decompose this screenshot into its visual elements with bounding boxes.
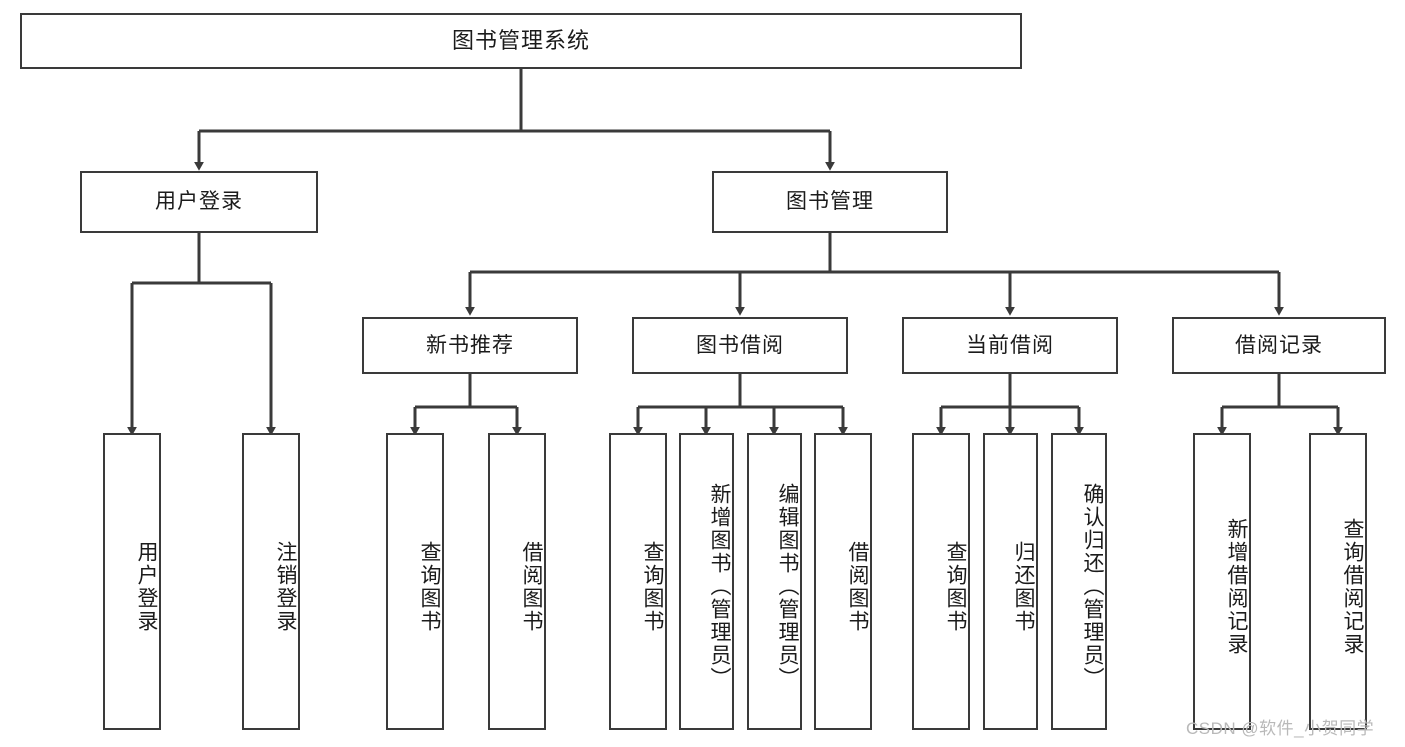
node-label: 查询借阅记录 [1341, 517, 1364, 656]
node-label: 编辑图书（管理员） [776, 483, 799, 690]
node-label: 借阅图书 [520, 540, 543, 633]
leaf-book-borrow-query-book[interactable]: 查询图书 [609, 433, 667, 730]
leaf-book-borrow-edit-book-admin[interactable]: 编辑图书（管理员） [747, 433, 802, 730]
leaf-new-book-query-book[interactable]: 查询图书 [386, 433, 444, 730]
leaf-user-login-sign-in[interactable]: 用户登录 [103, 433, 161, 730]
leaf-current-borrow-confirm-return-admin[interactable]: 确认归还（管理员） [1051, 433, 1107, 730]
leaf-current-borrow-query-book[interactable]: 查询图书 [912, 433, 970, 730]
node-label: 图书借阅 [696, 333, 784, 357]
node-label: 查询图书 [641, 540, 664, 633]
node-label: 查询图书 [944, 540, 967, 633]
node-label: 查询图书 [418, 540, 441, 633]
node-borrow-record[interactable]: 借阅记录 [1172, 317, 1386, 374]
node-label: 归还图书 [1012, 540, 1035, 633]
node-label: 当前借阅 [966, 333, 1054, 357]
node-label: 借阅记录 [1235, 333, 1323, 357]
leaf-borrow-record-query-record[interactable]: 查询借阅记录 [1309, 433, 1367, 730]
node-label: 新增图书（管理员） [708, 483, 731, 690]
leaf-book-borrow-borrow-book[interactable]: 借阅图书 [814, 433, 872, 730]
leaf-borrow-record-add-record[interactable]: 新增借阅记录 [1193, 433, 1251, 730]
node-label: 图书管理系统 [451, 27, 590, 53]
node-label: 新增借阅记录 [1225, 517, 1248, 656]
node-label: 图书管理 [786, 190, 874, 214]
node-new-book-recommend[interactable]: 新书推荐 [362, 317, 578, 374]
node-user-login[interactable]: 用户登录 [80, 171, 318, 233]
leaf-new-book-borrow-book[interactable]: 借阅图书 [488, 433, 546, 730]
node-label: 借阅图书 [846, 540, 869, 633]
node-book-management[interactable]: 图书管理 [712, 171, 948, 233]
node-book-borrow[interactable]: 图书借阅 [632, 317, 848, 374]
node-label: 用户登录 [135, 540, 158, 633]
leaf-current-borrow-return-book[interactable]: 归还图书 [983, 433, 1038, 730]
node-label: 注销登录 [274, 540, 297, 633]
node-label: 新书推荐 [426, 333, 514, 357]
node-root-book-management-system[interactable]: 图书管理系统 [20, 13, 1022, 69]
node-current-borrow[interactable]: 当前借阅 [902, 317, 1118, 374]
node-label: 用户登录 [155, 190, 243, 214]
leaf-book-borrow-add-book-admin[interactable]: 新增图书（管理员） [679, 433, 734, 730]
leaf-user-login-sign-out[interactable]: 注销登录 [242, 433, 300, 730]
node-label: 确认归还（管理员） [1081, 483, 1104, 690]
csdn-watermark: CSDN @软件_小贺同学 [1186, 719, 1375, 738]
